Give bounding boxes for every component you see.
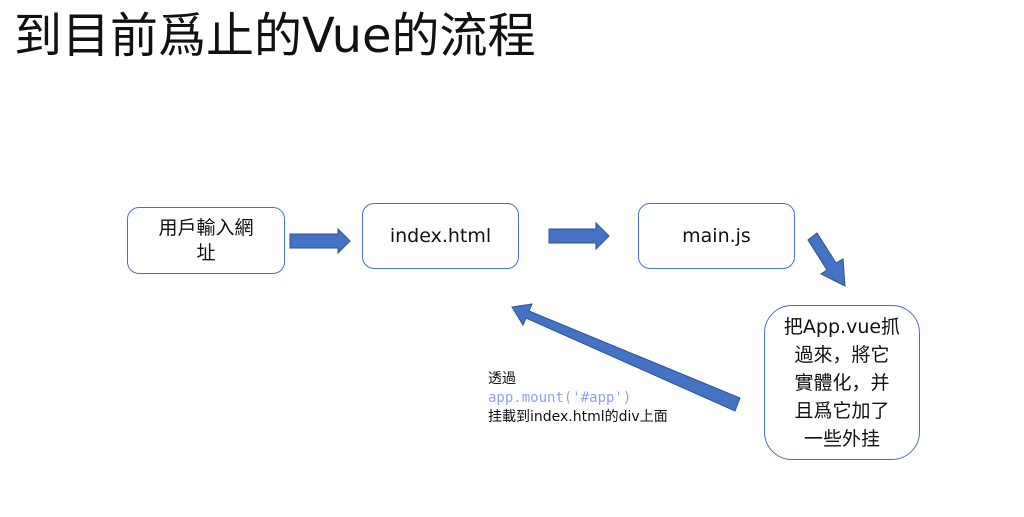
node-index-label: index.html bbox=[389, 224, 492, 247]
node-main-js: main.js bbox=[638, 203, 795, 269]
node-app-vue: 把App.vue抓 過來，將它 實體化，并 且爲它加了 一些外挂 bbox=[764, 305, 920, 460]
slide-title: 到目前爲止的Vue的流程 bbox=[14, 8, 536, 64]
node-app-label-line3: 實體化，并 bbox=[794, 371, 890, 394]
node-user-enter-url: 用戶輸入網 址 bbox=[127, 207, 285, 274]
node-user-label-line2: 址 bbox=[196, 241, 216, 264]
node-index-html: index.html bbox=[362, 203, 519, 269]
arrow-main-to-app bbox=[807, 232, 846, 287]
node-app-label-line1: 把App.vue抓 bbox=[783, 315, 901, 338]
node-app-label-line4: 且爲它加了 bbox=[794, 399, 890, 422]
arrow-user-to-index bbox=[289, 227, 351, 255]
node-main-label: main.js bbox=[682, 224, 751, 247]
arrow-index-to-main bbox=[548, 221, 610, 251]
node-app-label-line2: 過來，將它 bbox=[794, 343, 890, 366]
node-user-label-line1: 用戶輸入網 bbox=[158, 216, 254, 239]
mount-annotation: 透過 app.mount('#app') 挂載到index.html的div上面 bbox=[488, 370, 668, 427]
node-app-label-line5: 一些外挂 bbox=[803, 427, 880, 450]
note-line1: 透過 bbox=[488, 371, 516, 387]
arrow-app-to-index bbox=[511, 303, 741, 412]
note-code: app.mount('#app') bbox=[488, 390, 632, 406]
note-line3: 挂載到index.html的div上面 bbox=[488, 409, 668, 425]
